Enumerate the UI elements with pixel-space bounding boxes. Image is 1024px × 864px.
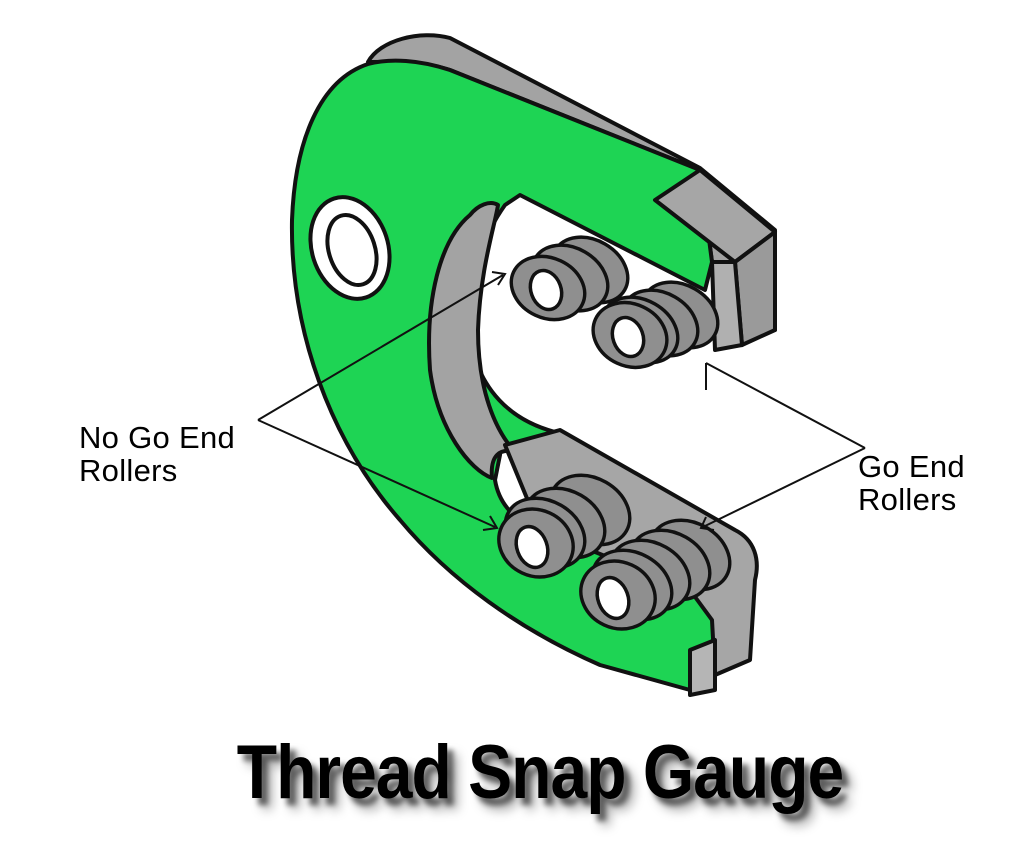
upper-right-roller xyxy=(591,280,720,370)
go-label-line-2: Rollers xyxy=(858,482,957,517)
gauge-frame xyxy=(289,33,777,697)
callout-leaders xyxy=(257,271,866,531)
no-go-label-line-2: Rollers xyxy=(79,453,178,488)
lower-right-roller xyxy=(579,518,732,631)
go-end-rollers-label: Go End Rollers xyxy=(858,450,965,516)
lower-left-roller xyxy=(497,473,632,579)
diagram-title: Thread Snap Gauge xyxy=(236,729,844,815)
no-go-end-rollers-label: No Go End Rollers xyxy=(79,421,235,487)
go-label-line-1: Go End xyxy=(858,449,965,484)
no-go-label-line-1: No Go End xyxy=(79,420,236,455)
upper-left-roller xyxy=(509,235,630,322)
